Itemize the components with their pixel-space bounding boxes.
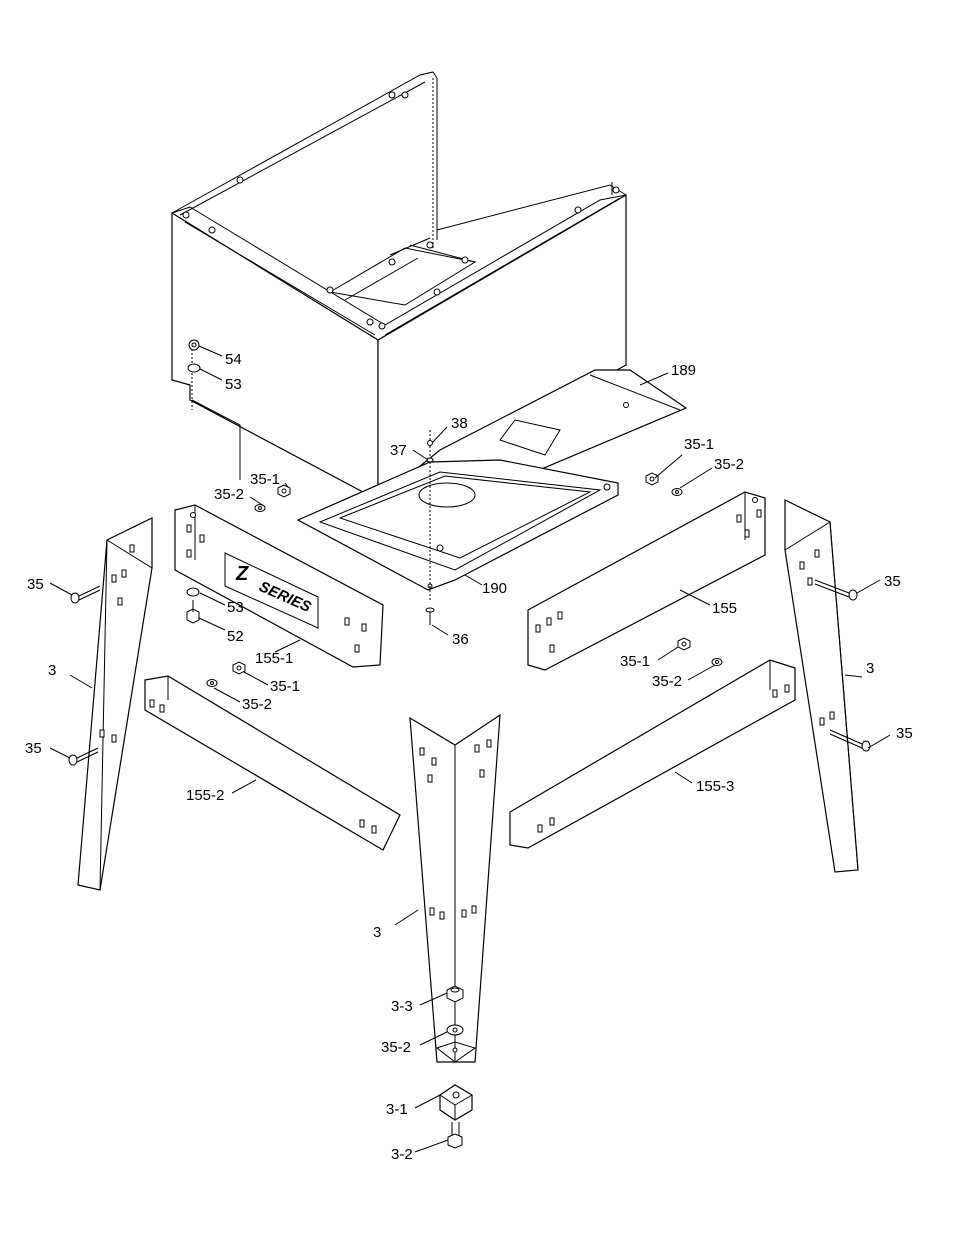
rail-155-3 [509,659,796,849]
nut-3-3 [446,985,464,1003]
rail-155-2 [144,675,401,851]
washer-35-2-d [711,658,723,666]
nut-35-1-c [232,661,246,675]
callout-35-c: 35 [25,740,42,757]
bolt-52 [186,600,200,624]
washer-53-top [187,363,201,373]
callout-155-1: 155-1 [255,650,293,667]
callout-35-1-b: 35-1 [684,436,714,453]
callout-155-2: 155-2 [186,787,224,804]
callout-3-left: 3 [48,662,56,679]
callout-35-1-a: 35-1 [250,471,280,488]
nut-35-1-b [645,472,659,486]
callout-3-1: 3-1 [386,1101,408,1118]
callout-35-d: 35 [896,725,913,742]
washer-35-2-b [671,488,683,496]
callout-52: 52 [227,628,244,645]
base-frame-190 [296,459,619,591]
washer-35-2-a [254,504,266,512]
leader-lines [49,345,891,1153]
callout-35-1-c: 35-1 [270,678,300,695]
callout-35-2-e: 35-2 [381,1039,411,1056]
callout-35-b: 35 [884,573,901,590]
callout-155-3: 155-3 [696,778,734,795]
callout-35-a: 35 [27,576,44,593]
callout-155: 155 [712,600,737,617]
bolt-35-left-upper [70,585,101,604]
callout-53-top: 53 [225,376,242,393]
foot-pad-3-1 [439,1084,473,1121]
bolt-35-right-upper [814,579,858,601]
bolt-35-right-lower [829,729,871,752]
callout-54: 54 [225,351,242,368]
bolt-54 [188,339,200,351]
callout-53-bottom: 53 [227,599,244,616]
rail-155 [527,491,766,671]
washer-35-2-e [446,1024,464,1036]
leg-3-center [409,713,501,1063]
cabinet [171,71,627,502]
callout-36: 36 [452,631,469,648]
callout-35-2-c: 35-2 [242,696,272,713]
washer-53-bottom [186,587,200,597]
callout-3-3: 3-3 [391,998,413,1015]
washer-35-2-c [206,679,218,687]
callout-189: 189 [671,362,696,379]
rail-155-1 [174,504,384,668]
callout-35-2-b: 35-2 [714,456,744,473]
callout-3-right: 3 [866,660,874,677]
svg-text:Z: Z [235,563,249,585]
screw-38 [427,440,433,446]
callout-38: 38 [451,415,468,432]
callout-35-2-a: 35-2 [214,486,244,503]
leg-3-left [77,517,153,891]
washer-37 [426,457,434,463]
callout-35-2-d: 35-2 [652,673,682,690]
callout-3-2: 3-2 [391,1146,413,1163]
callout-labels: 54 53 189 38 37 35-1 35-2 35-1 35-2 35 5… [25,351,913,1163]
nut-35-1-a [277,484,291,498]
callout-3-center: 3 [373,924,381,941]
bolt-3-2 [447,1122,463,1149]
callout-37: 37 [390,442,407,459]
callout-35-1-d: 35-1 [620,653,650,670]
nut-35-1-d [677,637,691,651]
callout-190: 190 [482,580,507,597]
bolt-35-left-lower [68,747,99,766]
leg-3-right [784,499,859,873]
assembly-line [191,399,241,430]
screw-36 [425,607,435,625]
